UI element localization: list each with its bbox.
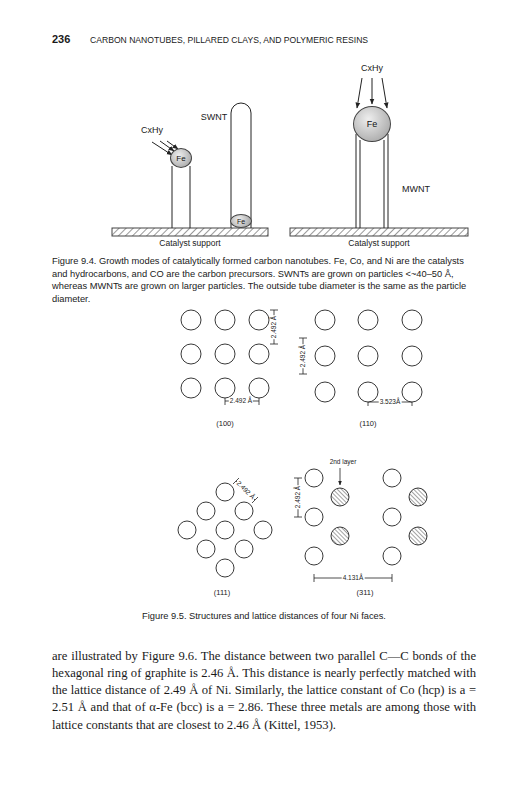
figure-label: 4.131Å — [342, 574, 365, 581]
drawing-circle — [254, 521, 272, 539]
drawing-circle — [197, 502, 215, 520]
figure-label: 2nd layer — [329, 458, 358, 465]
drawing-circle — [215, 310, 235, 330]
drawing-line — [314, 574, 315, 582]
drawing-circle — [358, 346, 378, 366]
drawing-g — [112, 78, 468, 236]
drawing-line — [388, 134, 389, 228]
drawing-circle — [216, 483, 234, 501]
figure-label: 2.492 Å — [235, 479, 257, 501]
drawing-circle — [305, 469, 323, 487]
drawing-line — [384, 140, 385, 228]
drawing-rect — [112, 228, 268, 236]
drawing-circle — [402, 346, 422, 366]
drawing-g — [225, 310, 412, 582]
drawing-line — [299, 338, 307, 339]
drawing-circle — [315, 346, 335, 366]
figure-label: SWNT — [200, 113, 229, 123]
catalyst-particle: Fe — [170, 148, 192, 168]
drawing-circle — [315, 310, 335, 330]
drawing-circle — [409, 488, 427, 506]
drawing-line — [160, 141, 174, 151]
drawing-circle — [216, 521, 234, 539]
figure-label: 2.492 Å — [294, 485, 301, 509]
drawing-path — [231, 103, 251, 228]
drawing-circle — [331, 527, 349, 545]
drawing-circle — [235, 540, 253, 558]
drawing-circle — [383, 469, 401, 487]
drawing-circle — [402, 382, 422, 402]
drawing-line — [382, 78, 387, 108]
figure-label: MWNT — [401, 185, 431, 195]
element-label: Fe — [367, 119, 378, 129]
figure-label: 2.492 Å — [299, 344, 306, 368]
drawing-line — [340, 468, 341, 485]
drawing-line — [299, 374, 307, 375]
figure-label: (110) — [359, 420, 378, 428]
text-block: Figure 9.4. Growth modes of catalyticall… — [52, 255, 476, 305]
drawing-circle — [249, 344, 269, 364]
drawing-circle — [409, 527, 427, 545]
drawing-circle — [249, 310, 269, 330]
element-label: Fe — [237, 218, 245, 225]
drawing-circle — [216, 559, 234, 577]
drawing-circle — [305, 547, 323, 565]
drawing-line — [270, 310, 278, 311]
drawing-circle — [331, 488, 349, 506]
catalyst-particle: Fe — [230, 214, 252, 228]
drawing-circle — [215, 344, 235, 364]
text-block: 236 — [52, 33, 70, 45]
drawing-line — [190, 166, 191, 228]
figure-label: 2.492 Å — [229, 397, 253, 404]
drawing-line — [392, 574, 393, 582]
element-label: Fe — [176, 154, 185, 163]
drawing-circle — [358, 382, 378, 402]
figure-label: CxHy — [140, 126, 164, 136]
drawing-g — [178, 310, 427, 577]
drawing-line — [294, 478, 302, 479]
drawing-circle — [305, 508, 323, 526]
drawing-circle — [315, 382, 335, 402]
drawing-circle — [249, 378, 269, 398]
drawing-circle — [197, 540, 215, 558]
drawing-line — [172, 166, 173, 228]
drawing-line — [356, 134, 357, 228]
figure-label: (100) — [215, 420, 235, 428]
drawing-circle — [181, 378, 201, 398]
figure-label: Figure 9.5. Structures and lattice dista… — [141, 611, 387, 621]
figure-label: (111) — [213, 589, 231, 597]
figure-label: Catalyst support — [158, 239, 221, 248]
drawing-circle — [383, 547, 401, 565]
drawing-circle — [181, 344, 201, 364]
text-block: are illustrated by Figure 9.6. The dista… — [52, 648, 476, 734]
drawing-line — [294, 517, 302, 518]
drawing-line — [270, 344, 278, 345]
drawing-line — [360, 140, 361, 228]
drawing-circle — [215, 378, 235, 398]
figure-label: CxHy — [360, 64, 384, 74]
figure-label: Catalyst support — [347, 239, 410, 248]
drawing-line — [152, 142, 172, 155]
drawing-circle — [178, 521, 196, 539]
figure-label: 2.492 Å — [270, 315, 277, 339]
drawing-rect — [290, 228, 468, 236]
figure-label: (311) — [356, 589, 375, 597]
drawing-circle — [402, 310, 422, 330]
drawing-circle — [383, 508, 401, 526]
figure-label: 3.523Å — [379, 398, 402, 405]
drawing-line — [357, 78, 362, 108]
drawing-circle — [235, 502, 253, 520]
drawing-circle — [358, 310, 378, 330]
text-block: CARBON NANOTUBES, PILLARED CLAYS, AND PO… — [90, 35, 368, 45]
catalyst-particle: Fe — [353, 106, 391, 142]
drawing-circle — [181, 310, 201, 330]
drawing-line — [372, 78, 373, 104]
